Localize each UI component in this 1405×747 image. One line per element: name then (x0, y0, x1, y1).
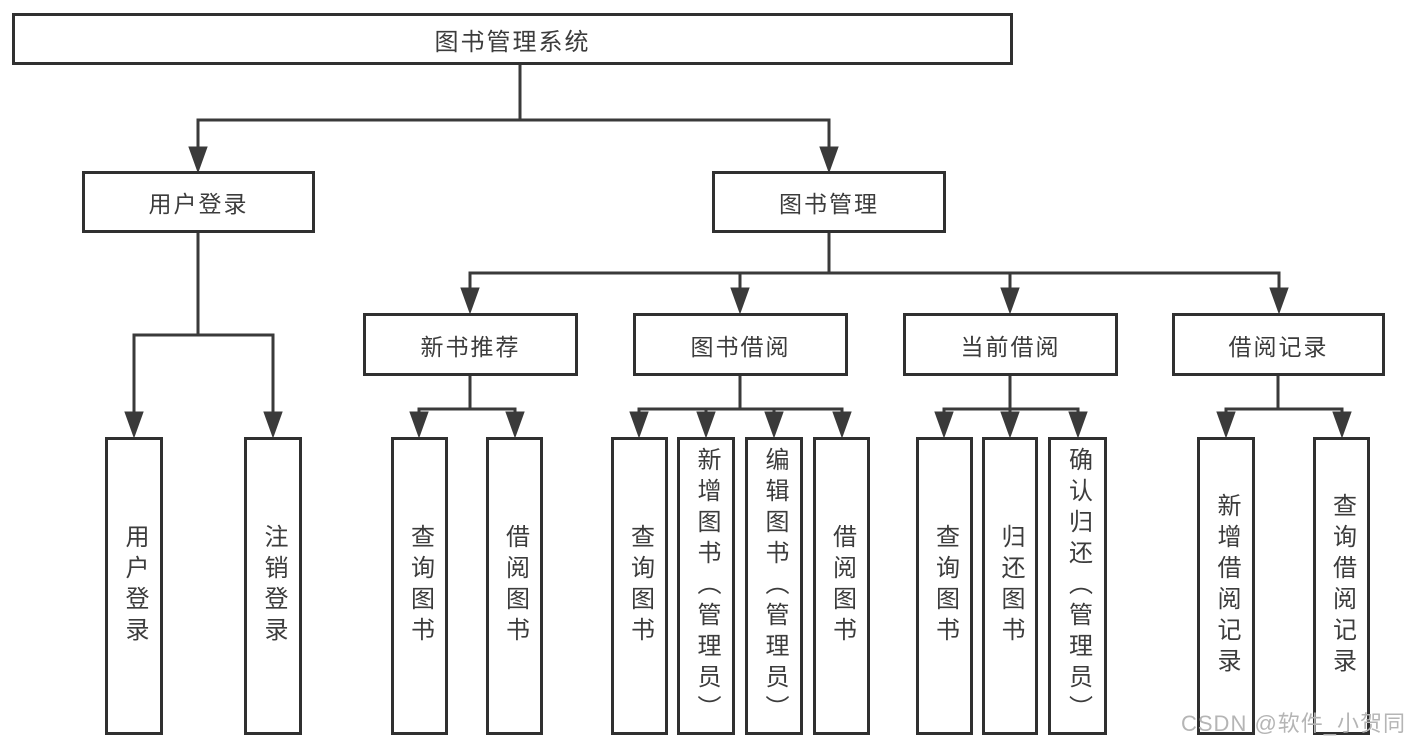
connector-management-split (460, 231, 1289, 315)
arrowhead (263, 411, 283, 439)
arrowhead (1000, 411, 1020, 439)
node-leaf-borrow-borrow-books: 借阅图书 (813, 437, 870, 735)
arrowhead (934, 411, 954, 439)
arrowhead (1332, 411, 1352, 439)
node-current-borrowing: 当前借阅 (903, 313, 1118, 376)
node-leaf-current-query-books: 查询图书 (916, 437, 973, 735)
node-leaf-borrow-add-books-admin: 新增图书（管理员） (677, 437, 735, 735)
arrowhead (188, 146, 208, 174)
csdn-watermark: CSDN @软件_小贺同学 (1181, 711, 1405, 736)
node-leaf-current-return-books: 归还图书 (982, 437, 1038, 735)
connector-recommend-split (409, 374, 525, 439)
arrowhead (764, 411, 784, 439)
arrowhead (696, 411, 716, 439)
arrowhead (1000, 287, 1020, 315)
arrowhead (1216, 411, 1236, 439)
node-leaf-borrow-query-books: 查询图书 (611, 437, 668, 735)
node-root: 图书管理系统 (12, 13, 1013, 65)
node-borrowing-records: 借阅记录 (1172, 313, 1385, 376)
arrowhead (629, 411, 649, 439)
node-leaf-recommend-borrow-books: 借阅图书 (486, 437, 543, 735)
arrowhead (460, 287, 480, 315)
node-leaf-user-login: 用户登录 (105, 437, 163, 735)
node-leaf-recommend-query-books: 查询图书 (391, 437, 448, 735)
connector-root-split (188, 63, 839, 174)
node-leaf-current-confirm-return-admin: 确认归还（管理员） (1048, 437, 1107, 735)
connector-current-split (934, 374, 1088, 439)
connector-user-split (124, 231, 283, 439)
node-leaf-borrow-edit-books-admin: 编辑图书（管理员） (745, 437, 803, 735)
node-book-management: 图书管理 (712, 171, 946, 233)
node-user-login: 用户登录 (82, 171, 315, 233)
connector-records-split (1216, 374, 1352, 439)
arrowhead (832, 411, 852, 439)
arrowhead (819, 146, 839, 174)
arrowhead (124, 411, 144, 439)
node-leaf-records-add-record: 新增借阅记录 (1197, 437, 1255, 735)
arrowhead (1269, 287, 1289, 315)
node-book-borrowing: 图书借阅 (633, 313, 848, 376)
arrowhead (1068, 411, 1088, 439)
connector-borrow-split (629, 374, 852, 439)
node-new-book-recommendation: 新书推荐 (363, 313, 578, 376)
arrowhead (505, 411, 525, 439)
node-leaf-logout: 注销登录 (244, 437, 302, 735)
arrowhead (730, 287, 750, 315)
arrowhead (409, 411, 429, 439)
node-leaf-records-query-record: 查询借阅记录 (1313, 437, 1370, 735)
